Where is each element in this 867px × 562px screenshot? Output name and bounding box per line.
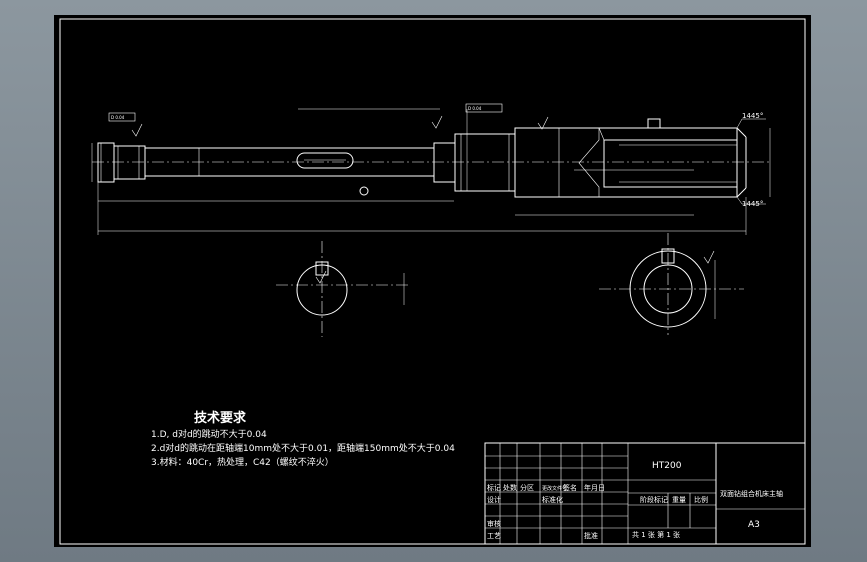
shaft-bore xyxy=(603,139,738,188)
drawing-border xyxy=(59,18,806,545)
keyway-slot xyxy=(296,152,354,169)
tb-row-process: 工艺 xyxy=(487,532,501,540)
dimensions-main: D 0.04 D 0.04 1445° 1445° xyxy=(91,103,771,284)
section-view-left xyxy=(276,241,408,337)
tb-header-date: 年月日 xyxy=(584,483,605,492)
svg-text:D 0.04: D 0.04 xyxy=(111,115,125,120)
tech-req-1: 1.D, d对d的跳动不大于0.04 xyxy=(151,428,267,440)
title-block: 标记 处数 分区 更改文件号 签名 年月日 设计 标准化 审核 工艺 批准 HT… xyxy=(484,442,806,545)
cross-hole xyxy=(359,186,369,196)
cad-drawing: D 0.04 D 0.04 1445° 1445° 技术要求 1.D, d对d的 xyxy=(59,18,806,545)
tb-row-review: 审核 xyxy=(487,519,501,528)
shaft-left-end xyxy=(97,142,115,183)
tb-scale: 比例 xyxy=(694,495,708,504)
tb-sheet-size: A3 xyxy=(748,520,760,530)
chamfer-top-label: 1445° xyxy=(742,112,763,120)
tech-req-2: 2.d对d的跳动在距轴端10mm处不大于0.01，距轴端150mm处不大于0.0… xyxy=(151,442,455,454)
tech-requirements-title: 技术要求 xyxy=(194,410,247,426)
tb-header-zone: 分区 xyxy=(520,483,534,492)
chamfer-bottom-label: 1445° xyxy=(742,200,763,208)
tb-part-name: 双面钻组合机床主轴 xyxy=(720,489,783,498)
tech-req-3: 3.材料：40Cr，热处理，C42（螺纹不淬火） xyxy=(151,456,334,468)
tb-sheets: 共 1 张 第 1 张 xyxy=(632,530,680,539)
shaft-collar xyxy=(454,133,516,192)
svg-text:D 0.04: D 0.04 xyxy=(468,106,482,111)
tb-header-count: 处数 xyxy=(503,483,517,492)
shaft-left-shoulder xyxy=(113,145,146,180)
tb-header-change-doc: 更改文件号 xyxy=(542,485,567,492)
tb-row-design: 设计 xyxy=(487,495,501,504)
shaft-main-view xyxy=(92,118,772,198)
tb-weight: 重量 xyxy=(672,496,686,504)
tb-header-sign: 签名 xyxy=(563,483,577,492)
tb-standardize: 标准化 xyxy=(542,495,563,504)
tb-material: HT200 xyxy=(652,461,682,471)
section-view-right xyxy=(599,233,744,335)
tech-requirements: 技术要求 1.D, d对d的跳动不大于0.04 2.d对d的跳动在距轴端10mm… xyxy=(151,410,455,468)
tb-stage-mark: 阶段标记 xyxy=(640,495,668,504)
drawing-sheet[interactable]: D 0.04 D 0.04 1445° 1445° 技术要求 1.D, d对d的 xyxy=(54,15,811,547)
tb-approve: 批准 xyxy=(584,531,598,540)
tb-row-marker: 标记 xyxy=(487,483,501,492)
